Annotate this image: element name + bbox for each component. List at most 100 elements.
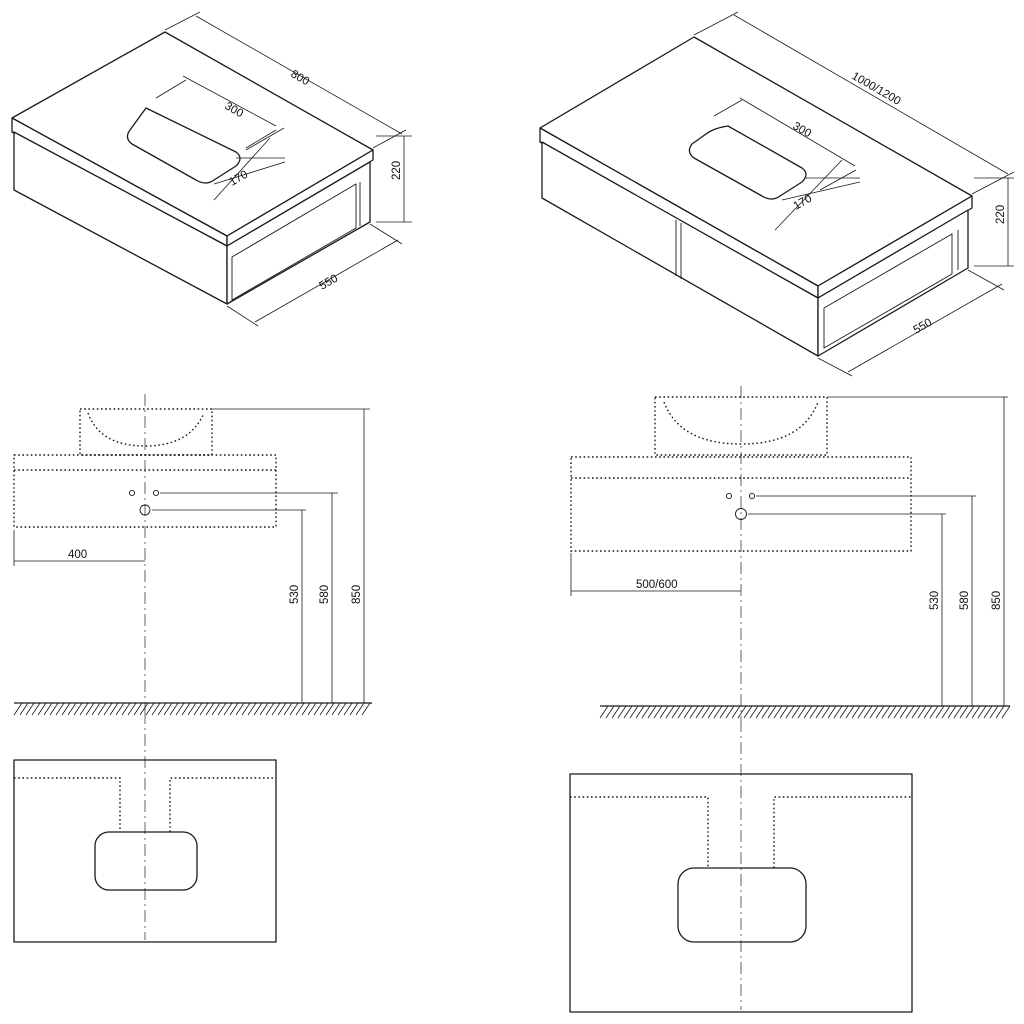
hatch-line — [349, 702, 359, 716]
top-view-small — [13, 712, 277, 943]
hatch-line — [319, 702, 329, 716]
hatch-line — [701, 705, 711, 719]
hatch-line — [145, 702, 155, 716]
hatch-line — [941, 705, 951, 719]
hatch-line — [151, 702, 161, 716]
hatch-line — [229, 702, 239, 716]
hatch-line — [617, 705, 627, 719]
hatch-line — [109, 702, 119, 716]
iso-small-width-label: 800 — [289, 68, 312, 88]
hatch-line — [647, 705, 657, 719]
hatch-line — [773, 705, 783, 719]
dimension-lines — [155, 11, 412, 327]
hatch-line — [635, 705, 645, 719]
front-large-offset-label: 500/600 — [636, 579, 678, 591]
hatch-line — [169, 702, 179, 716]
hatch-line — [989, 705, 999, 719]
hatch-line — [917, 705, 927, 719]
hatch-line — [85, 702, 95, 716]
top-view-large — [569, 720, 913, 1013]
iso-large-depth-label: 550 — [912, 317, 935, 337]
front-small-h1-label: 530 — [289, 585, 301, 604]
hatch-line — [815, 705, 825, 719]
hatch-line — [13, 702, 23, 716]
hatch-line — [803, 705, 813, 719]
hatch-line — [977, 705, 987, 719]
hatch-line — [971, 705, 981, 719]
hatch-line — [821, 705, 831, 719]
iso-view-large: 1000/1200 300 170 220 550 — [539, 11, 1015, 377]
hatch-line — [43, 702, 53, 716]
iso-large-height-label: 220 — [995, 205, 1007, 224]
hatch-line — [331, 702, 341, 716]
hatch-line — [923, 705, 933, 719]
basin-outline — [688, 125, 807, 200]
hatch-line — [893, 705, 903, 719]
hatch-line — [713, 705, 723, 719]
hatch-line — [899, 705, 909, 719]
hatch-line — [91, 702, 101, 716]
hatch-line — [97, 702, 107, 716]
iso-view-small: 800 300 170 220 550 — [11, 11, 412, 327]
hatch-line — [623, 705, 633, 719]
hatch-line — [139, 702, 149, 716]
hatch-line — [343, 702, 353, 716]
hatch-line — [665, 705, 675, 719]
hatch-line — [683, 705, 693, 719]
hatch-line — [283, 702, 293, 716]
hatch-line — [863, 705, 873, 719]
hatch-line — [983, 705, 993, 719]
iso-small-height-label: 220 — [391, 161, 403, 180]
hatch-line — [133, 702, 143, 716]
front-large-h1-label: 530 — [929, 591, 941, 610]
hatch-line — [121, 702, 131, 716]
hatch-line — [809, 705, 819, 719]
hatch-line — [827, 705, 837, 719]
hatch-line — [277, 702, 287, 716]
hatch-line — [845, 705, 855, 719]
hatch-line — [193, 702, 203, 716]
hatch-line — [869, 705, 879, 719]
hatch-line — [833, 705, 843, 719]
front-view-large: 500/600 530 580 850 — [570, 386, 1011, 720]
hatch-line — [929, 705, 939, 719]
front-small-h3-label: 850 — [351, 585, 363, 604]
front-small-h2-label: 580 — [319, 585, 331, 604]
hatch-line — [911, 705, 921, 719]
hatch-line — [779, 705, 789, 719]
hatch-line — [965, 705, 975, 719]
hatch-line — [265, 702, 275, 716]
hatch-line — [857, 705, 867, 719]
hatch-line — [959, 705, 969, 719]
hatch-line — [761, 705, 771, 719]
hatch-line — [737, 705, 747, 719]
hatch-line — [103, 702, 113, 716]
hatch-line — [253, 702, 263, 716]
hatch-line — [307, 702, 317, 716]
hatch-line — [313, 702, 323, 716]
hatch-line — [325, 702, 335, 716]
hatch-line — [289, 702, 299, 716]
iso-small-depth-label: 550 — [318, 273, 341, 293]
hatch-line — [37, 702, 47, 716]
hatch-line — [947, 705, 957, 719]
hatch-line — [725, 705, 735, 719]
hatch-line — [677, 705, 687, 719]
hatch-line — [259, 702, 269, 716]
hatch-line — [175, 702, 185, 716]
hatch-line — [1001, 705, 1011, 719]
hatch-line — [223, 702, 233, 716]
hatch-line — [31, 702, 41, 716]
hatch-line — [797, 705, 807, 719]
hatch-line — [671, 705, 681, 719]
hatch-line — [355, 702, 365, 716]
front-large-h2-label: 580 — [959, 591, 971, 610]
hatch-line — [605, 705, 615, 719]
hatch-line — [659, 705, 669, 719]
hatch-line — [629, 705, 639, 719]
hatch-line — [79, 702, 89, 716]
hatch-line — [217, 702, 227, 716]
hatch-line — [707, 705, 717, 719]
hatch-line — [235, 702, 245, 716]
hatch-line — [749, 705, 759, 719]
